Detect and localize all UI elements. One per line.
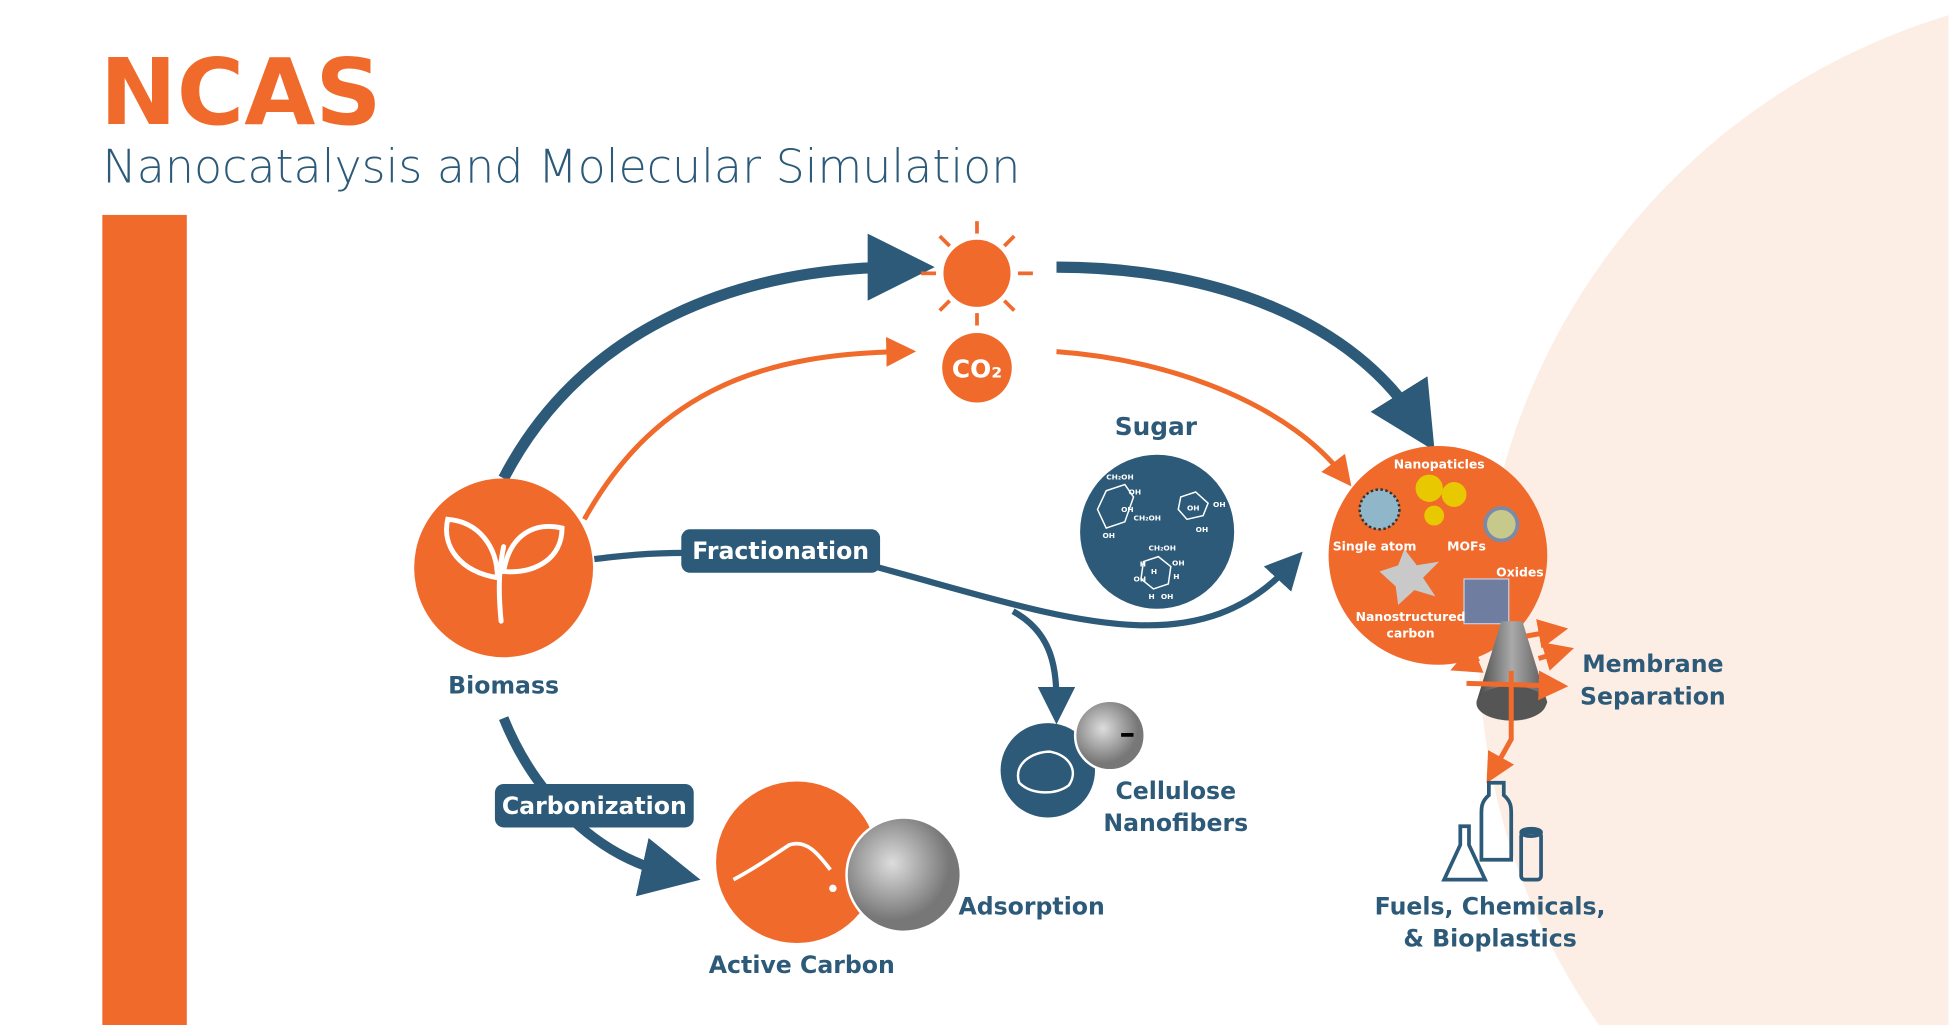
mofs-label: MOFs: [1447, 538, 1486, 553]
adsorption-image: [845, 816, 963, 934]
sugar-text: OH: [1187, 504, 1200, 513]
single-atom-label: Single atom: [1333, 538, 1417, 553]
scale-bar: [1121, 733, 1134, 737]
cellulose-circle: [1000, 723, 1096, 818]
nanostructured-label-line2: carbon: [1387, 625, 1435, 640]
mof-image: [1483, 506, 1520, 543]
oxide-image: [1463, 578, 1510, 625]
sugar-text: OH: [1213, 500, 1226, 509]
sugar-text: OH: [1196, 525, 1209, 534]
sun-icon: [921, 221, 1033, 326]
page-title: NCAS: [100, 39, 382, 146]
arrow-fractionation-to-cellulose: [1011, 608, 1076, 725]
fractionation-badge: [681, 529, 881, 573]
single-atom-image: [1358, 488, 1401, 531]
sugar-text: OH: [1161, 592, 1174, 601]
products-label-line1: Fuels, Chemicals,: [1375, 892, 1606, 920]
nanoparticle-image: [1415, 474, 1443, 502]
co2-circle: [942, 332, 1012, 403]
sugar-text: CH₂OH: [1148, 543, 1176, 552]
nanoparticles-label: Nanopaticles: [1394, 456, 1485, 471]
sugar-label: Sugar: [1115, 412, 1198, 441]
arrow-biomass-to-sun: [498, 233, 935, 481]
sugar-text: OH: [1134, 574, 1147, 583]
page-subtitle: Nanocatalysis and Molecular Simulation: [102, 140, 1020, 194]
oxides-label: Oxides: [1496, 564, 1543, 579]
sugar-text: OH: [1102, 531, 1115, 540]
orange-side-bar: [102, 214, 187, 1025]
sugar-text: H: [1151, 567, 1157, 576]
nanostructured-label-line1: Nanostructured: [1356, 609, 1466, 624]
bottles-icon: [1441, 780, 1543, 882]
products-label-line2: & Bioplastics: [1403, 925, 1576, 953]
sugar-text: CH₂OH: [1106, 473, 1134, 482]
sugar-text: OH: [1121, 505, 1134, 514]
carbonization-badge: [494, 783, 694, 828]
nanoparticle-image: [1441, 482, 1467, 507]
cellulose-micrograph: [1073, 699, 1146, 772]
adsorption-label: Adsorption: [958, 892, 1104, 920]
sugar-circle: [1080, 454, 1235, 609]
sugar-text: H: [1140, 560, 1146, 569]
fractionation-label: Fractionation: [692, 537, 869, 565]
sugar-text: CH₂OH: [1134, 514, 1162, 523]
carbon-dot: [829, 884, 837, 893]
active-carbon-label: Active Carbon: [709, 951, 895, 979]
sugar-text: OH: [1129, 487, 1142, 496]
sugar-text: H: [1148, 592, 1154, 601]
arrow-co2-to-catalyst: [1056, 349, 1352, 487]
arrow-fractionation-to-catalyst: [593, 549, 1303, 629]
membrane-label-line2: Separation: [1580, 682, 1726, 710]
background-peach-circle: [1479, 15, 1949, 1025]
cellulose-label-line2: Nanofibers: [1103, 809, 1248, 837]
carbon-pile-icon: [732, 841, 832, 882]
active-carbon-circle: [716, 781, 878, 943]
membrane-label-line1: Membrane: [1582, 650, 1723, 678]
nanoparticle-image: [1424, 505, 1445, 526]
sprout-icon: [444, 516, 565, 624]
sugar-text: H: [1173, 572, 1179, 581]
cellulose-icon: [1016, 750, 1075, 794]
carbonization-label: Carbonization: [502, 792, 687, 820]
nanostructured-carbon-image: [1379, 549, 1440, 606]
cellulose-label-line1: Cellulose: [1115, 777, 1236, 805]
sugar-text: OH: [1172, 558, 1185, 567]
sugar-molecules: [1096, 483, 1209, 590]
arrow-sun-to-catalyst: [1056, 261, 1435, 451]
co2-label: CO₂: [952, 355, 1002, 384]
arrow-biomass-to-co2: [582, 336, 917, 521]
biomass-label: Biomass: [448, 671, 559, 699]
membrane-cone-icon: [1450, 619, 1574, 784]
